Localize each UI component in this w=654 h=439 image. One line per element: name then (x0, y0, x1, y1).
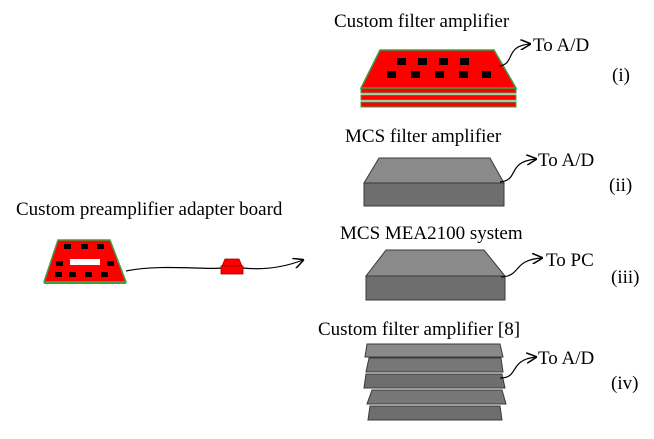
mcs-mea2100-box (364, 249, 507, 301)
preamp-output-arrow (242, 260, 303, 270)
preamp-cable (125, 266, 223, 272)
option-1-output-arrow (498, 44, 530, 67)
option-4-output-label: To A/D (538, 348, 594, 369)
preamp-label: Custom preamplifier adapter board (16, 199, 283, 220)
option-2-numeral: (ii) (609, 175, 632, 196)
option-2-title: MCS filter amplifier (345, 126, 502, 147)
preamp-connector (220, 258, 244, 275)
preamp-board-pins (55, 244, 114, 277)
option-1-numeral: (i) (612, 65, 630, 86)
option-4-numeral: (iv) (611, 373, 638, 394)
option-3-output-label: To PC (546, 250, 594, 271)
option-1-output-label: To A/D (533, 35, 589, 56)
option-4-output-arrow (499, 357, 536, 379)
option-2-output-arrow (499, 159, 536, 183)
preamp-adapter-board (42, 239, 128, 284)
custom-filter-amplifier-board (359, 49, 518, 108)
option-3-output-arrow (500, 258, 542, 278)
custom-filter-amplifier-stack (363, 343, 507, 421)
preamp-board-edge (44, 281, 126, 284)
mcs-filter-amplifier-box (363, 157, 505, 207)
option-2-output-label: To A/D (538, 150, 594, 171)
option-3-numeral: (iii) (611, 267, 640, 288)
custom-filter-amplifier-chips (387, 58, 491, 78)
option-3-title: MCS MEA2100 system (340, 223, 523, 244)
option-1-title: Custom filter amplifier (334, 11, 510, 32)
option-4-title: Custom filter amplifier [8] (318, 319, 520, 340)
preamp-board-slot (70, 259, 100, 265)
